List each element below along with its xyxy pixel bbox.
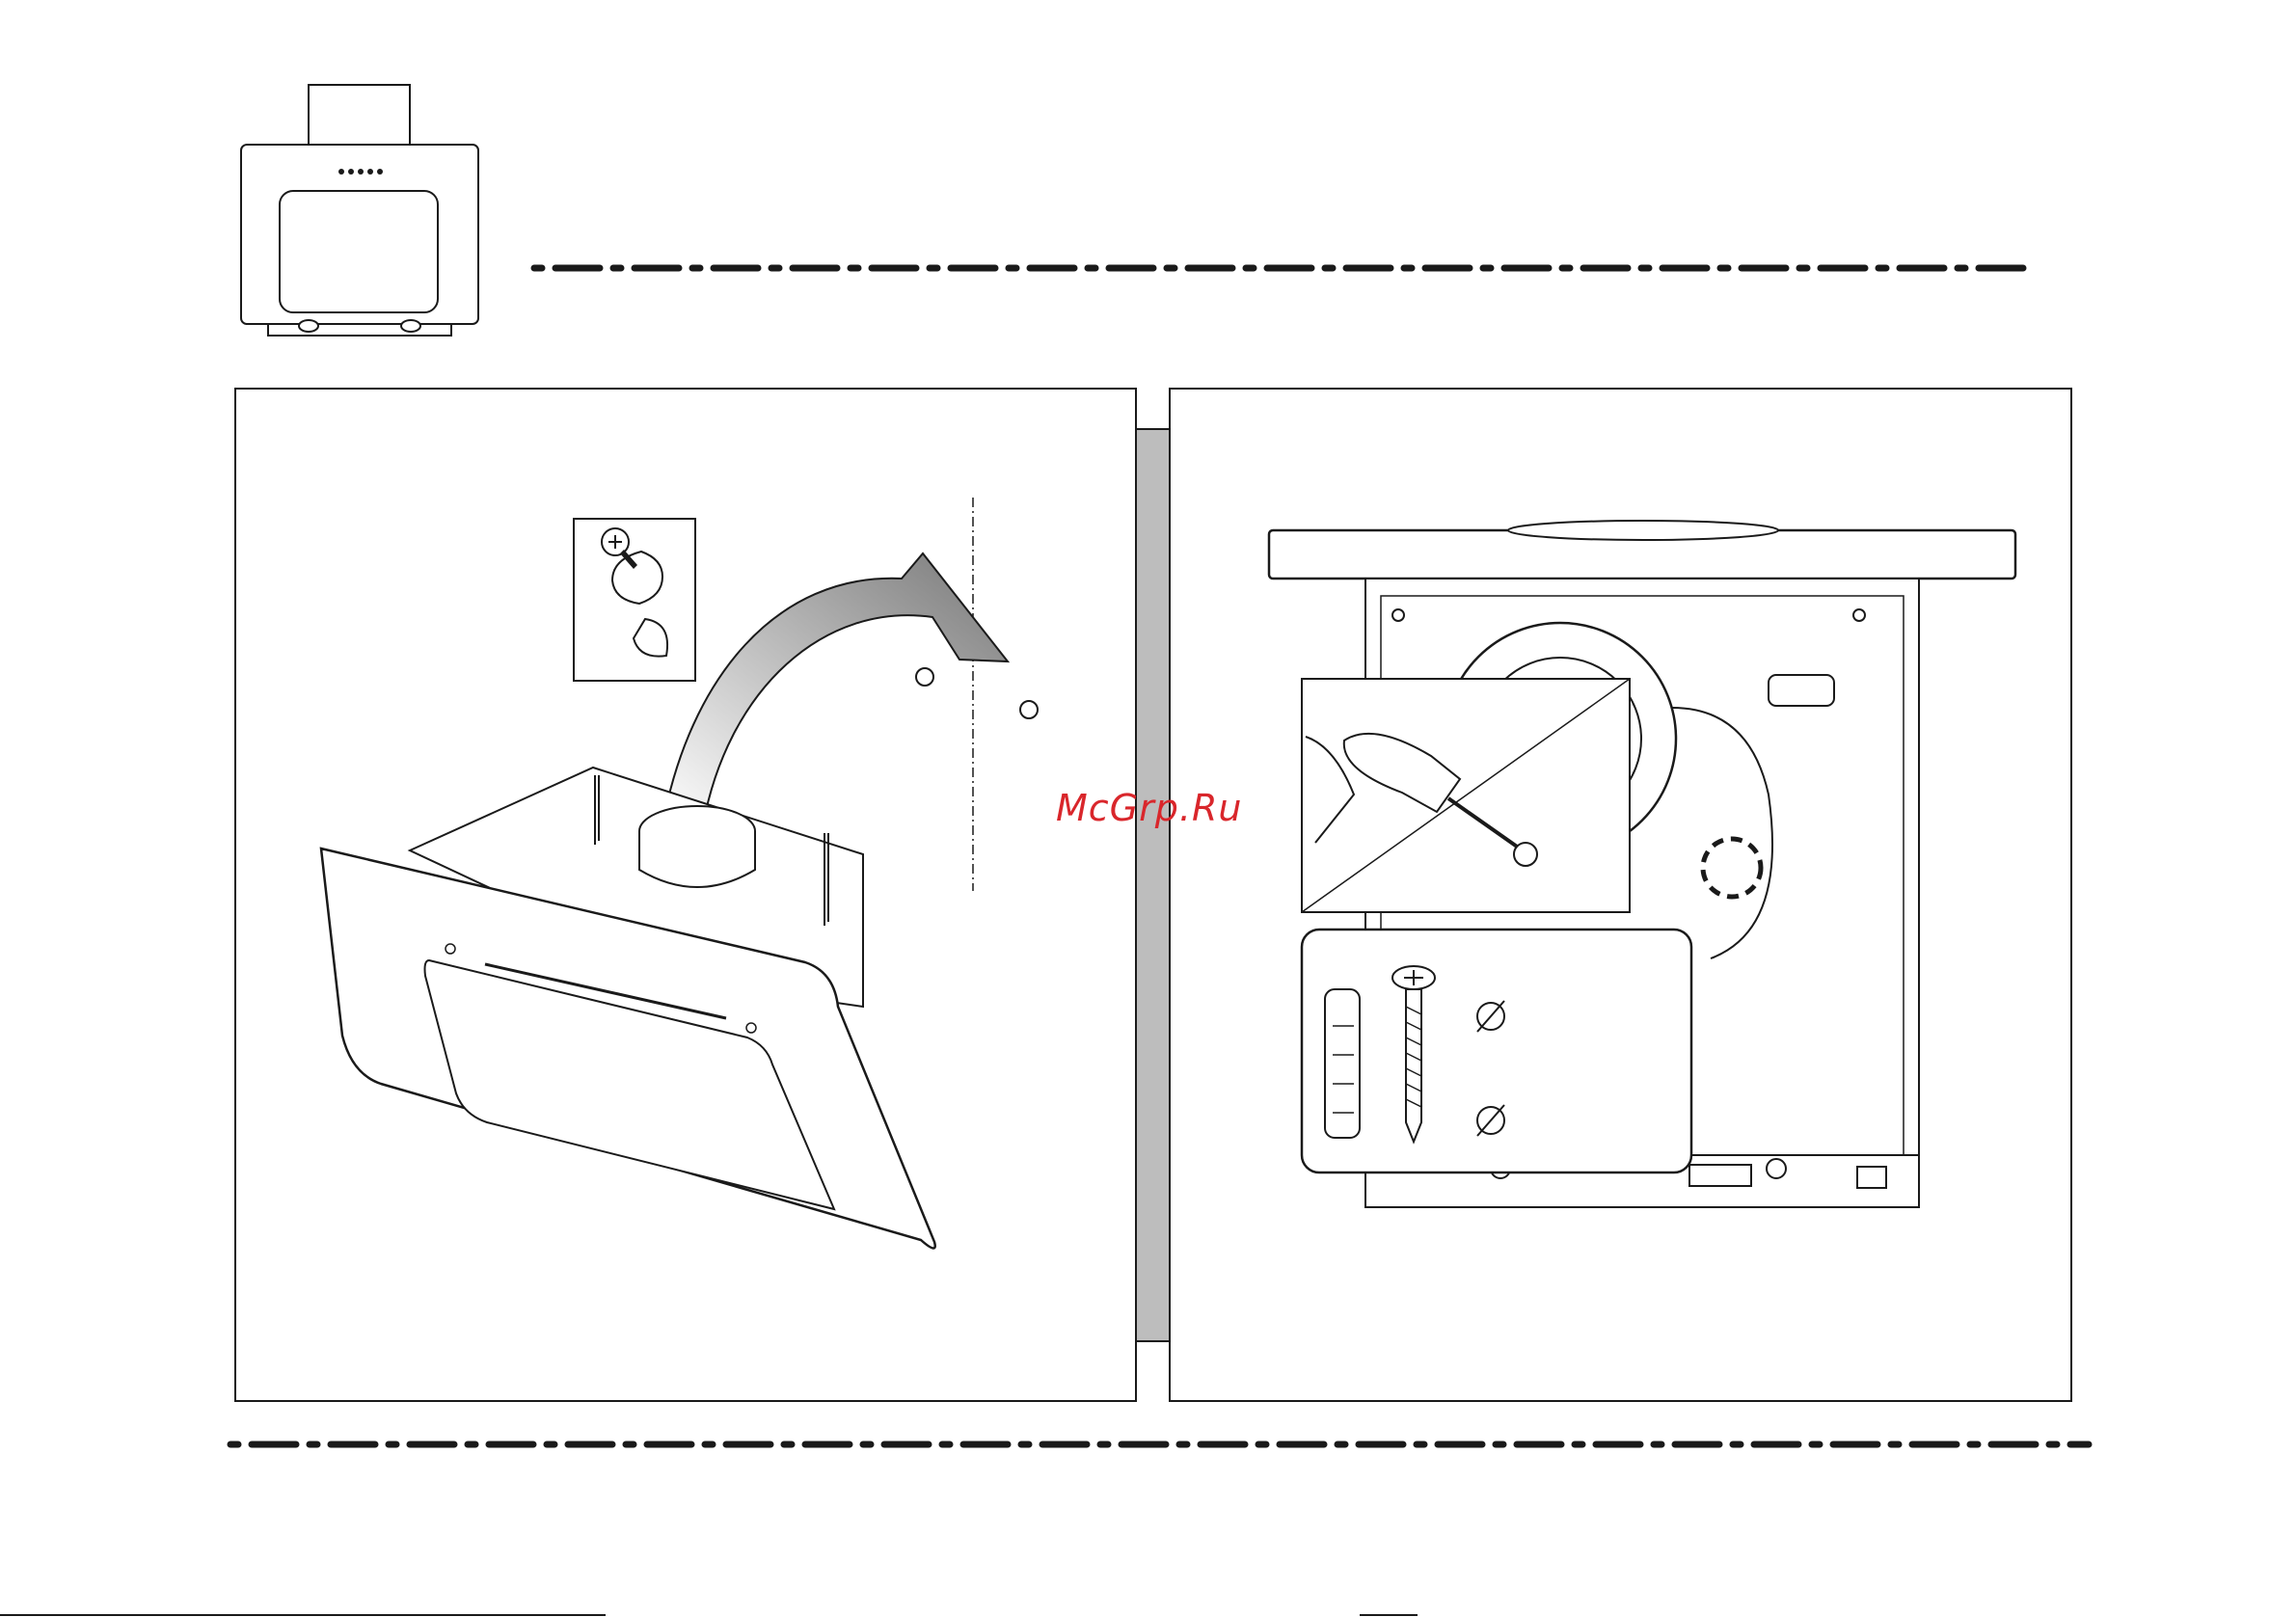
step-panel-right bbox=[1169, 388, 2072, 1402]
page-spine bbox=[1137, 428, 1169, 1342]
footer-rule-left bbox=[0, 1614, 606, 1616]
step-panel-left bbox=[234, 388, 1137, 1402]
mount-hood-illustration bbox=[236, 390, 1135, 1400]
watermark: McGrp.Ru bbox=[1056, 787, 1242, 829]
footer-rule-right bbox=[1360, 1614, 1418, 1616]
range-hood-icon bbox=[239, 83, 482, 339]
section-divider-bottom bbox=[227, 1439, 2093, 1450]
wall-plug-screw-detail bbox=[1302, 930, 1691, 1172]
screw-detail-box bbox=[574, 519, 695, 681]
section-divider-top bbox=[530, 262, 2035, 274]
screwdriver-detail bbox=[1302, 679, 1630, 912]
fix-hood-illustration bbox=[1171, 390, 2070, 1400]
